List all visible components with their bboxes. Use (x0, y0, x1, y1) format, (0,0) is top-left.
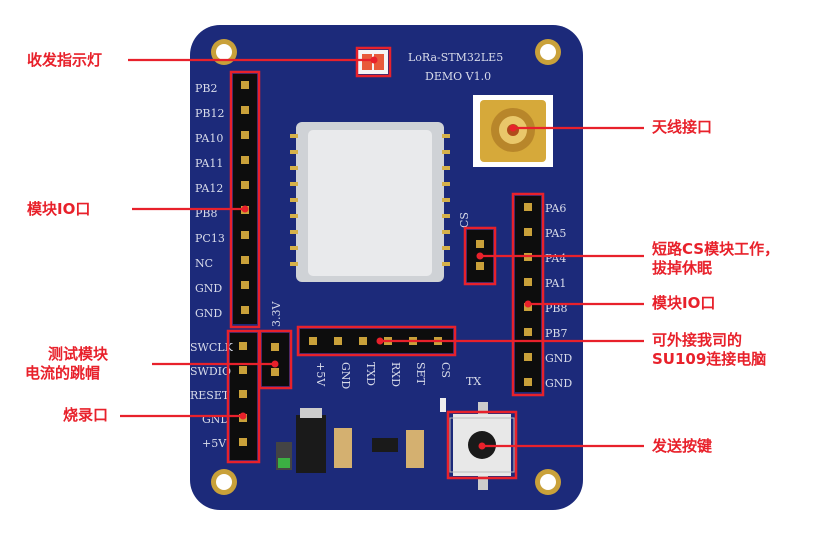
left-pin-label: PC13 (195, 232, 225, 245)
callout-send-button: 发送按键 (652, 437, 713, 455)
left-pin-label: NC (195, 257, 213, 270)
tx-label: TX (466, 375, 481, 388)
right-pin-header (515, 196, 541, 392)
callout-cs-short-1: 短路CS模块工作， (652, 240, 780, 258)
current-jumper (262, 333, 289, 386)
swd-pin-label: SWDIO (190, 365, 231, 378)
left-pin-label: PA10 (195, 132, 223, 145)
right-pin-label: PA6 (545, 202, 566, 215)
callout-antenna: 天线接口 (652, 118, 713, 136)
left-pin-label: PA12 (195, 182, 223, 195)
bottom-pin-labels: +5V GND TXD RXD SET CS (314, 362, 452, 389)
bottom-pin-label: GND (339, 362, 352, 389)
right-pin-label: PA4 (545, 252, 566, 265)
right-header-highlight (511, 192, 545, 397)
mounting-holes (211, 39, 561, 495)
callout-su109-2: SU109连接电脑 (652, 350, 767, 368)
swd-header-highlight (226, 329, 261, 464)
swd-pin-label: RESET (190, 389, 230, 402)
swd-pin-label: SWCLK (190, 341, 234, 354)
bottom-pin-label: CS (439, 362, 452, 378)
bottom-pin-label: TXD (364, 362, 377, 386)
left-pin-label: PB12 (195, 107, 224, 120)
jumper-label: 3.3V (270, 301, 283, 327)
components (276, 398, 446, 473)
right-pin-label: PB7 (545, 327, 567, 340)
leader-lines (120, 56, 644, 450)
board-title-2: DEMO V1.0 (425, 70, 491, 83)
board-title-1: LoRa-STM32LE5 (408, 51, 503, 64)
callout-led: 收发指示灯 (27, 51, 103, 69)
callout-cs-short-2: 拔掉休眠 (652, 259, 713, 277)
right-pin-label: PA1 (545, 277, 566, 290)
left-header-highlight (229, 70, 261, 329)
right-pin-label: PB8 (545, 302, 567, 315)
bottom-pin-label: RXD (389, 362, 402, 387)
left-pin-label: PB2 (195, 82, 217, 95)
swd-pin-label: +5V (202, 437, 227, 450)
callout-module-io-left: 模块IO口 (27, 200, 91, 218)
cs-label: CS (458, 212, 471, 228)
right-pin-label: GND (545, 352, 572, 365)
callout-su109-1: 可外接我司的 (652, 331, 743, 349)
left-pin-label: PA11 (195, 157, 223, 170)
left-pin-label: PB8 (195, 207, 217, 220)
led-highlight (355, 46, 392, 78)
left-pin-label: GND (195, 307, 222, 320)
callout-current-jumper-2: 电流的跳帽 (25, 364, 101, 382)
right-pin-label: GND (545, 377, 572, 390)
callout-module-io-right: 模块IO口 (652, 294, 716, 312)
callout-current-jumper-1: 测试模块 (48, 345, 109, 363)
bottom-pin-label: +5V (314, 362, 327, 387)
lora-module (290, 122, 450, 282)
callout-burn-port: 烧录口 (63, 406, 109, 424)
left-pin-labels: PB2 PB12 PA10 PA11 PA12 PB8 PC13 NC GND … (195, 82, 225, 320)
right-pin-label: PA5 (545, 227, 566, 240)
antenna-connector (473, 95, 553, 167)
left-pin-label: GND (195, 282, 222, 295)
bottom-pin-label: SET (414, 362, 427, 386)
